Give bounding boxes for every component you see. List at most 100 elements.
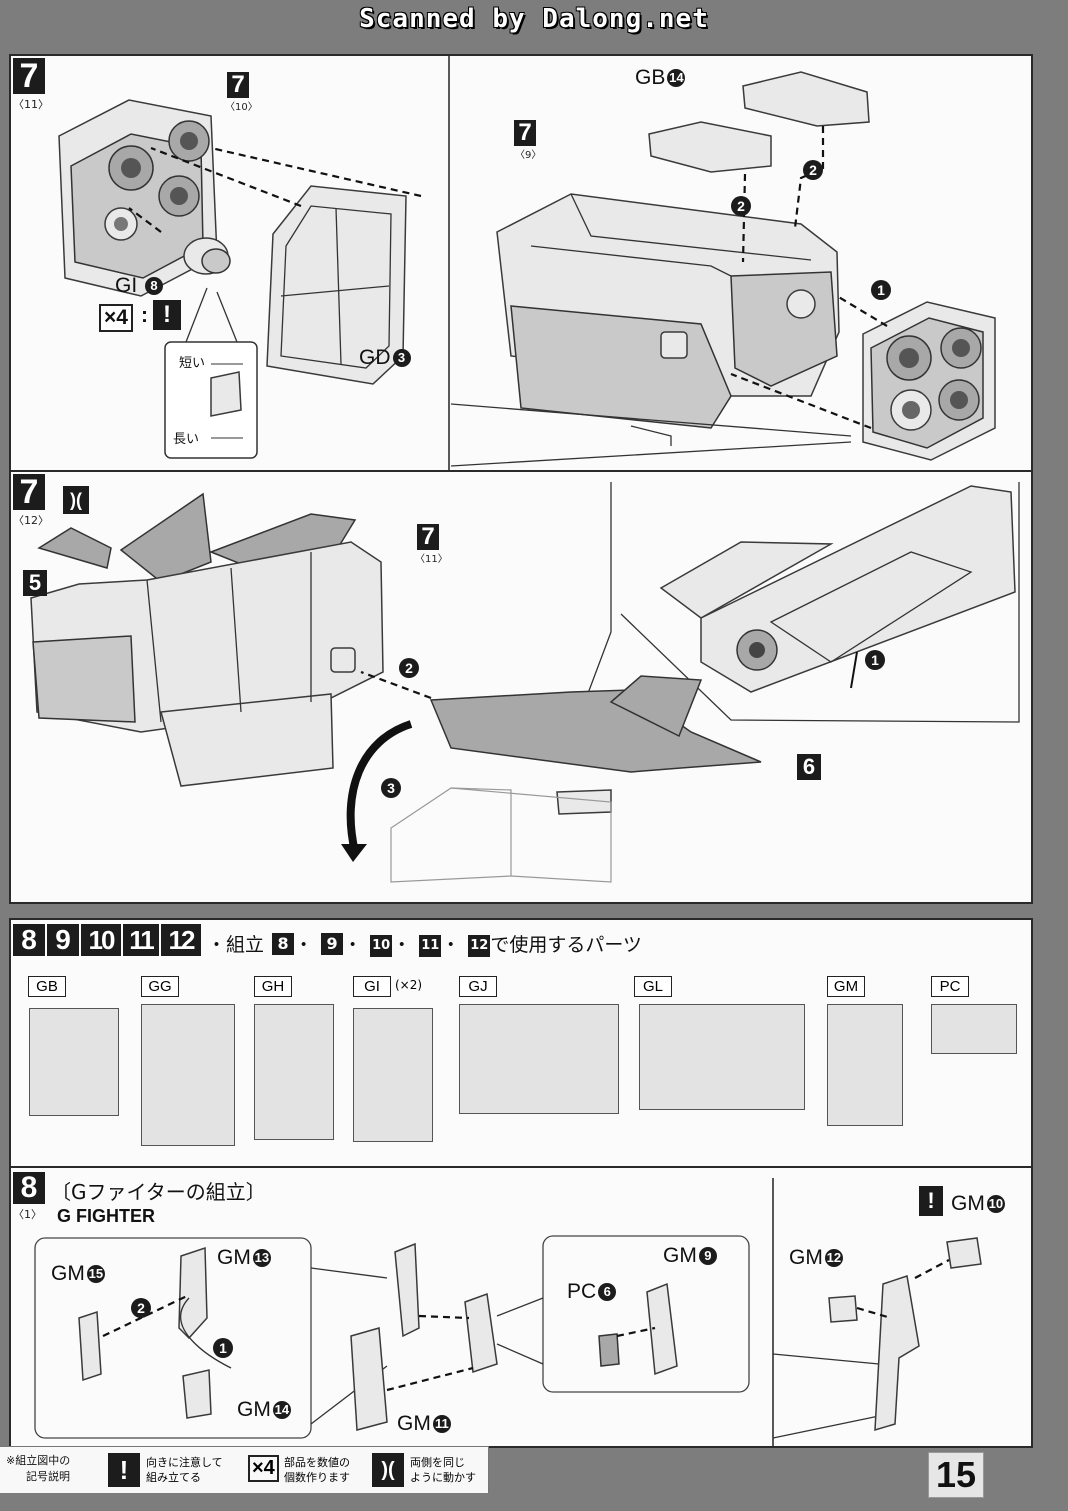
part-middle-b <box>464 1292 498 1374</box>
step7-top-illustration <box>58 56 996 470</box>
arrow-number-3: 3 <box>381 778 401 798</box>
step8-number-box: 8 <box>13 1172 45 1204</box>
legend-title: ※組立図中の 記号説明 <box>6 1454 71 1483</box>
arrow-number-2c: 2 <box>399 658 419 678</box>
runner-image-gm <box>827 1004 903 1126</box>
inset-long-label: 長い <box>173 431 200 446</box>
runner-tag-gj: GJ <box>459 976 497 997</box>
arrow-number-2b: 2 <box>803 160 823 180</box>
right-sub-number: 〈9〉 <box>515 150 542 161</box>
step7-panel-bottom: 7 〈12〉 )( 5 7 〈11〉 6 1 2 3 <box>9 470 1033 904</box>
legend-caution-icon: ! <box>108 1453 140 1487</box>
inset-short-label: 短い <box>179 355 206 370</box>
part-right-assembly <box>874 1275 920 1432</box>
step8-sub-number: 〈1〉 <box>13 1208 42 1221</box>
parts-step-8: 8 <box>13 924 45 956</box>
parts-step-boxes: 8 9 10 11 12 <box>13 924 201 956</box>
symbol-legend: ※組立図中の 記号説明 ! 向きに注意して 組み立てる ×4 部品を数値の 個数… <box>0 1446 489 1493</box>
part-6-box: 6 <box>797 754 821 780</box>
symmetric-move-icon: )( <box>63 486 89 514</box>
runner-tag-gi: GI <box>353 976 391 997</box>
callout-sub-11: 〈11〉 <box>415 554 448 565</box>
core-block-assembly <box>496 193 840 446</box>
step8-arrow-1: 1 <box>213 1338 233 1358</box>
inset-underside <box>659 485 1016 693</box>
caution-icon: ! <box>153 300 181 330</box>
callout-step-box: 7 <box>227 72 249 98</box>
parts-step-10: 10 <box>81 924 121 956</box>
arrow-number-2a: 2 <box>731 196 751 216</box>
step7-bottom-illustration <box>30 482 1020 883</box>
part-gm9 <box>646 1282 678 1376</box>
part-gm10 <box>946 1237 982 1269</box>
scan-credit: Scanned by Dalong.net <box>359 4 709 34</box>
step7b-number-box: 7 <box>13 474 45 510</box>
arrow-number-1b: 1 <box>865 650 885 670</box>
part-middle-a <box>394 1242 420 1338</box>
step8-title-en: G FIGHTER <box>57 1206 155 1226</box>
runner-tag-gm: GM <box>827 976 865 997</box>
runner-image-gh <box>254 1004 334 1140</box>
runner-image-gi <box>353 1008 433 1142</box>
page-number: 15 <box>928 1452 984 1498</box>
runner-tag-gh: GH <box>254 976 292 997</box>
plate-gb-b <box>742 71 870 127</box>
times-four-badge: ×4 <box>99 304 133 332</box>
runner-image-gg <box>141 1004 235 1146</box>
runner-tag-pc: PC <box>931 976 969 997</box>
part-gm15 <box>78 1310 102 1382</box>
right-step-box: 7 <box>514 120 536 146</box>
step7b-sub-number: 〈12〉 <box>13 514 49 527</box>
part-6-wing <box>429 675 762 815</box>
arrow-number-1: 1 <box>871 280 891 300</box>
part-gm13 <box>178 1246 208 1340</box>
runner-image-gb <box>29 1008 119 1116</box>
legend-symmetric-icon: )( <box>372 1453 404 1487</box>
runner-image-pc <box>931 1004 1017 1054</box>
g-fighter-body <box>30 492 384 787</box>
parts-step-11: 11 <box>123 924 159 956</box>
step7-sub-number: 〈11〉 <box>13 98 49 111</box>
runner-tag-gb: GB <box>28 976 66 997</box>
part-gm12 <box>828 1295 858 1323</box>
parts-step-12: 12 <box>161 924 201 956</box>
step8-illustration <box>34 1178 982 1446</box>
callout-step7-box: 7 <box>417 524 439 550</box>
part-5-box: 5 <box>23 570 47 596</box>
legend-item3-text: 両側を同じ ように動かす <box>410 1456 476 1484</box>
colon-sep: : <box>141 304 148 327</box>
runner-tag-gl: GL <box>634 976 672 997</box>
thruster-block-left <box>58 99 218 297</box>
part-gm14 <box>182 1369 212 1419</box>
label-gi8: GI 8 <box>115 274 164 298</box>
callout-sub-number: 〈10〉 <box>225 102 258 113</box>
nozzle-part <box>183 237 231 275</box>
runner-qty-gi: (×2) <box>395 978 423 992</box>
runner-tag-gg: GG <box>141 976 179 997</box>
parts-step-9: 9 <box>47 924 79 956</box>
part-gm11 <box>350 1327 388 1431</box>
step8-arrow-2: 2 <box>131 1298 151 1318</box>
legend-item1-text: 向きに注意して 組み立てる <box>146 1456 223 1484</box>
plate-gb-a <box>648 121 772 173</box>
step8-title-jp: 〔Gファイターの組立〕 <box>51 1180 266 1204</box>
caution-icon-gm10: ! <box>919 1186 943 1216</box>
runner-image-gl <box>639 1004 805 1110</box>
thruster-block-right <box>862 301 996 461</box>
legend-times-four: ×4 <box>248 1455 279 1482</box>
step7-number-box: 7 <box>13 58 45 94</box>
part-pc6 <box>598 1333 620 1367</box>
